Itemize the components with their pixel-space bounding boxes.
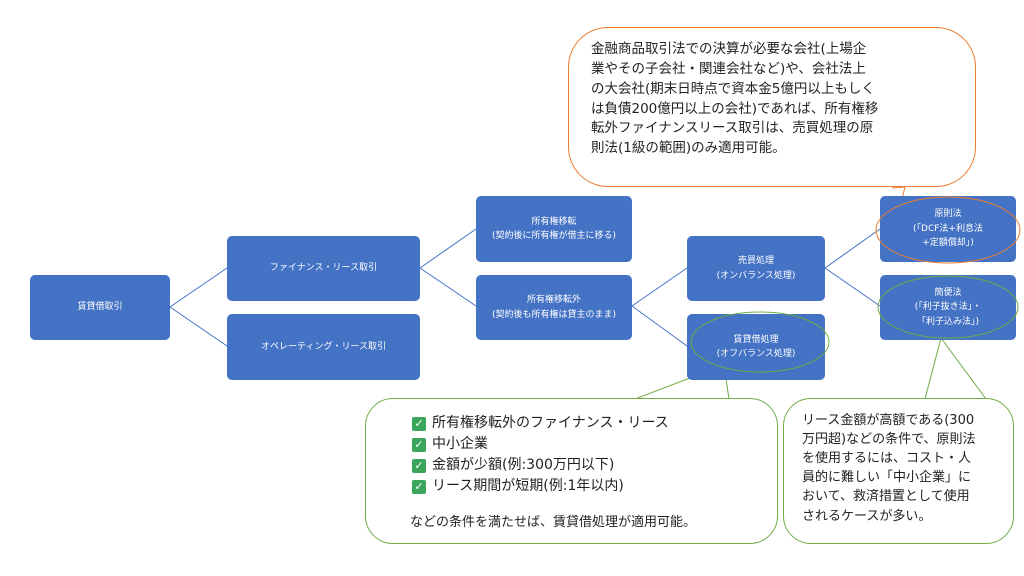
node-sublabel: (「利子抜き法」・ xyxy=(914,302,982,313)
condition-text: 中小企業 xyxy=(432,436,488,453)
node-label: 賃貸借取引 xyxy=(77,302,123,313)
callout-large-company-note: 金融商品取引法での決算が必要な会社(上場企 業やその子会社・関連会社など)や、会… xyxy=(568,27,976,187)
callout-kanbenho-note: リース金額が高額である(300 万円超)などの条件で、原則法 を使用するには、コ… xyxy=(783,398,1014,544)
node-sublabel: (「DCF法+利息法 xyxy=(913,223,983,234)
node-finance-lease: ファイナンス・リース取引 xyxy=(227,236,420,301)
node-label: 所有権移転外 xyxy=(526,295,581,306)
condition-item: ✓ 金額が少額(例:300万円以下) xyxy=(412,455,761,476)
node-label: 所有権移転 xyxy=(531,216,577,227)
connector-line xyxy=(419,267,477,307)
node-label: 原則法 xyxy=(934,209,962,220)
node-chintaishaku-torihiki: 賃貸借取引 xyxy=(30,275,170,340)
connector-lines xyxy=(169,228,881,347)
callout-footer-text: などの条件を満たせば、賃貸借処理が適用可能。 xyxy=(410,515,697,530)
connector-line xyxy=(631,305,688,347)
callout-text: 金融商品取引法での決算が必要な会社(上場企 業やその子会社・関連会社など)や、会… xyxy=(591,41,879,157)
callout-bottom-right-pointer xyxy=(924,336,987,400)
node-label: 賃貸借処理 xyxy=(733,334,779,345)
condition-text: リース期間が短期(例:1年以内) xyxy=(432,478,624,495)
callout-top-pointer xyxy=(891,186,906,200)
node-sublabel: (契約後に所有権が借主に移る) xyxy=(491,231,617,241)
callout-text: リース金額が高額である(300 万円超)などの条件で、原則法 を使用するには、コ… xyxy=(802,413,976,524)
connector-line xyxy=(419,228,477,269)
condition-item: ✓ 所有権移転外のファイナンス・リース xyxy=(412,413,761,434)
callout-chintaishaku-conditions: ✓ 所有権移転外のファイナンス・リース ✓ 中小企業 ✓ 金額が少額(例:300万円以… xyxy=(365,398,778,544)
connector-line xyxy=(169,306,228,347)
node-baibai-shori: 売買処理 (オンバランス処理) xyxy=(687,236,825,301)
node-chintaishaku-shori: 賃貸借処理 (オフバランス処理) xyxy=(687,314,825,380)
node-gensokuho: 原則法 (「DCF法+利息法 +定額償却」) xyxy=(880,196,1016,262)
checkmark-icon: ✓ xyxy=(412,479,426,494)
node-shoyuken-iten: 所有権移転 (契約後に所有権が借主に移る) xyxy=(476,196,632,262)
conditions-list: ✓ 所有権移転外のファイナンス・リース ✓ 中小企業 ✓ 金額が少額(例:300万円以… xyxy=(412,413,761,497)
node-kanbenho: 簡便法 (「利子抜き法」・ 「利子込み法」) xyxy=(880,275,1016,340)
node-sublabel: (オンバランス処理) xyxy=(716,270,796,281)
node-label: ファイナンス・リース取引 xyxy=(269,263,378,274)
checkmark-icon: ✓ xyxy=(412,416,426,431)
connector-line xyxy=(169,267,228,308)
node-label: 売買処理 xyxy=(737,256,774,267)
node-label: 簡便法 xyxy=(934,287,962,298)
node-sublabel: 「利子込み法」) xyxy=(916,316,979,327)
connector-line xyxy=(824,267,881,307)
checkmark-icon: ✓ xyxy=(412,437,426,452)
condition-item: ✓ リース期間が短期(例:1年以内) xyxy=(412,476,761,497)
checkmark-icon: ✓ xyxy=(412,458,426,473)
node-sublabel: (オフバランス処理) xyxy=(716,349,796,359)
node-sublabel: (契約後も所有権は貸主のまま) xyxy=(491,309,617,320)
condition-item: ✓ 中小企業 xyxy=(412,434,761,455)
connector-line xyxy=(824,228,881,269)
condition-text: 金額が少額(例:300万円以下) xyxy=(432,457,615,474)
node-operating-lease: オペレーティング・リース取引 xyxy=(227,314,420,380)
node-sublabel: +定額償却」) xyxy=(922,238,974,249)
node-label: オペレーティング・リース取引 xyxy=(260,341,386,352)
condition-text: 所有権移転外のファイナンス・リース xyxy=(432,415,669,432)
node-shoyuken-itengai: 所有権移転外 (契約後も所有権は貸主のまま) xyxy=(476,275,632,340)
connector-line xyxy=(631,267,688,307)
